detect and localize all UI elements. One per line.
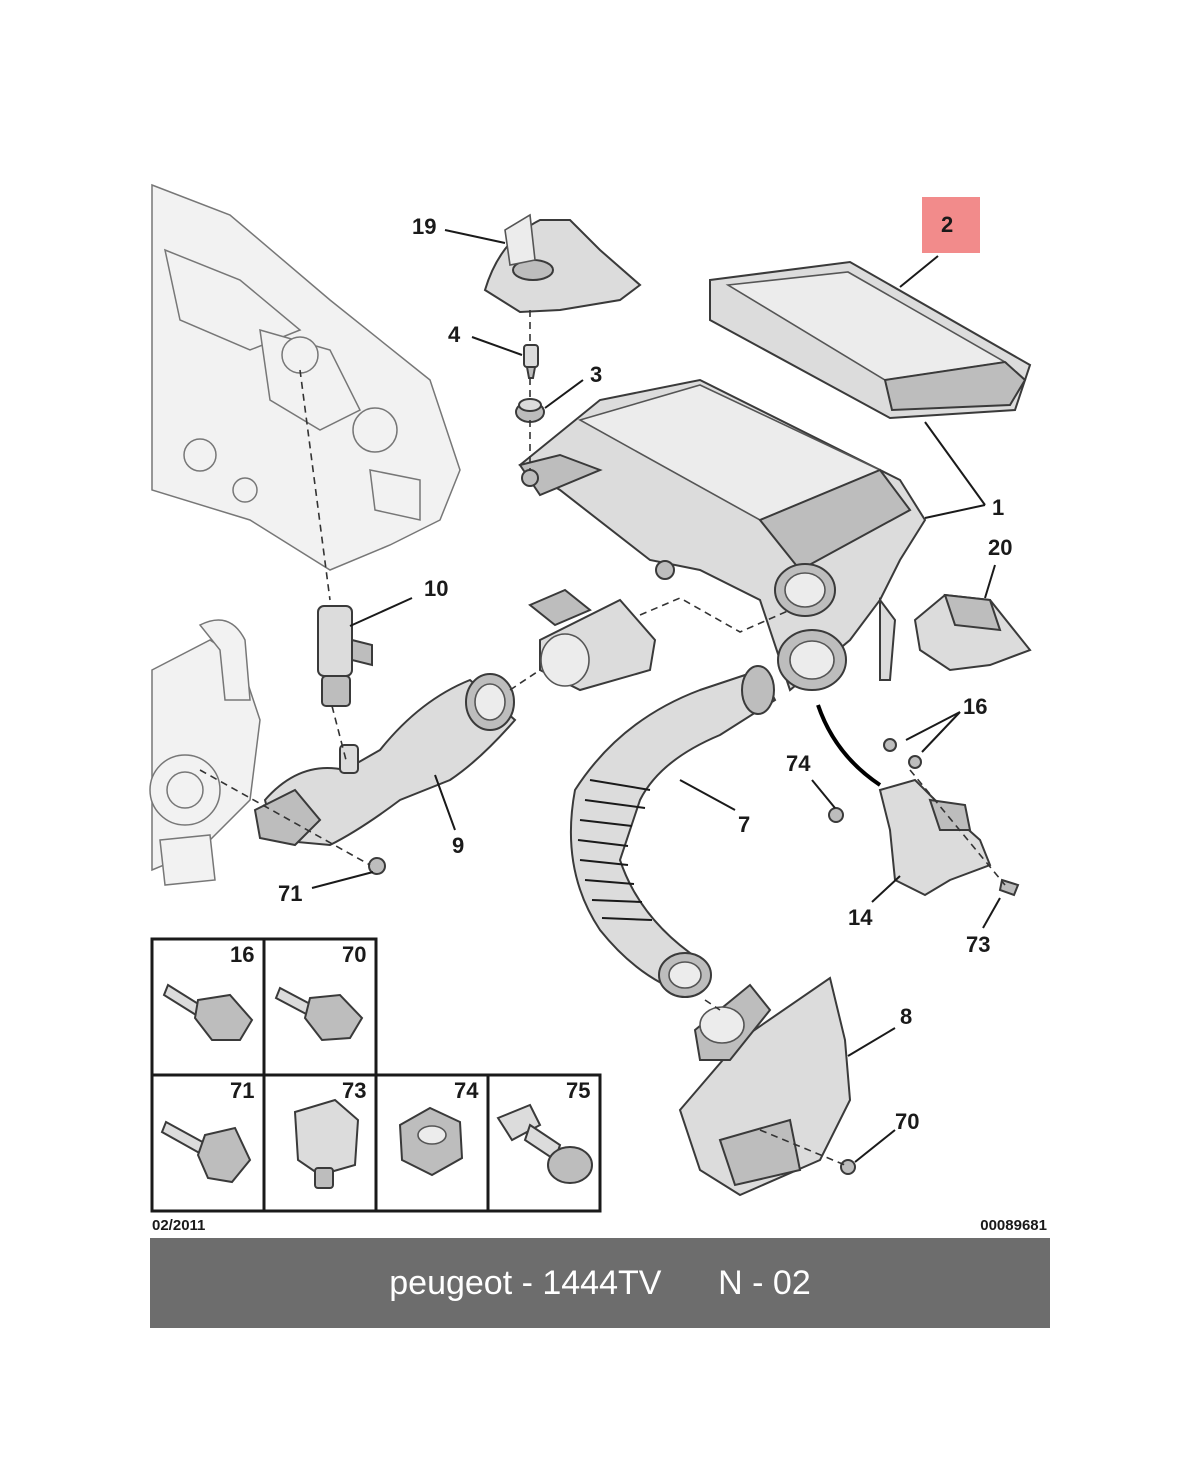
callout-14: 14: [848, 905, 873, 930]
nut-74-icon: [398, 1106, 464, 1177]
callout-9: 9: [452, 833, 464, 858]
part-1-air-filter-housing: [518, 378, 927, 692]
legend-label-71: 71: [230, 1078, 254, 1103]
footer-sheet: N - 02: [718, 1263, 811, 1302]
assembly-dashed-lines: [199, 310, 1006, 1166]
legend-label-73: 73: [342, 1078, 366, 1103]
part-3-grommet: [515, 398, 545, 423]
part-19-bracket: [483, 213, 642, 314]
part-9-hose: [253, 673, 517, 847]
callout-8: 8: [900, 1004, 912, 1029]
callout-3: 3: [590, 362, 602, 387]
clip-73-icon: [293, 1098, 360, 1189]
callout-74: 74: [786, 751, 811, 776]
bolt-16-icon: [162, 983, 254, 1041]
legend-label-75: 75: [566, 1078, 590, 1103]
part-20-bracket: [913, 593, 1032, 672]
callout-4: 4: [448, 322, 461, 347]
locator-curve: [816, 704, 882, 787]
callout-70: 70: [895, 1109, 919, 1134]
callout-73: 73: [966, 932, 990, 957]
callout-1: 1: [992, 495, 1004, 520]
part-10-sensor: [317, 605, 373, 707]
fastener-70: [840, 1159, 856, 1175]
highlight-box: [922, 197, 980, 253]
part-14-bracket: [828, 738, 1020, 897]
leader-lines: [311, 229, 1001, 1163]
bolt-70-icon: [274, 986, 364, 1042]
part-4-sensor: [523, 344, 539, 379]
fastener-legend: 16 70 71 73 74 75: [150, 937, 602, 1213]
footer-brand-part: peugeot - 1444TV: [389, 1263, 662, 1302]
callout-71: 71: [278, 881, 302, 906]
part-7-corrugated-hose: [569, 665, 777, 998]
legend-label-74: 74: [454, 1078, 479, 1103]
legend-label-70: 70: [342, 942, 366, 967]
callout-2: 2: [941, 212, 953, 237]
turbocharger: [149, 619, 261, 886]
callout-20: 20: [988, 535, 1012, 560]
rivet-75-icon: [496, 1103, 593, 1184]
footer-spacer: [661, 1264, 718, 1303]
legend-label-16: 16: [230, 942, 254, 967]
bolt-71-icon: [160, 1120, 252, 1184]
footer-caption-bar: peugeot - 1444TV N - 02: [150, 1238, 1050, 1328]
callout-7: 7: [738, 812, 750, 837]
fastener-71: [368, 857, 386, 875]
diagram-date: 02/2011: [152, 1217, 205, 1234]
flow-meter-tube: [528, 588, 657, 692]
part-8-air-inlet: [678, 976, 852, 1197]
diagram-reference: 00089681: [980, 1217, 1047, 1234]
callout-10: 10: [424, 576, 448, 601]
callout-16: 16: [963, 694, 987, 719]
engine-cylinder-head: [151, 183, 461, 571]
part-2-filter-element: [709, 260, 1032, 420]
callout-19: 19: [412, 214, 436, 239]
